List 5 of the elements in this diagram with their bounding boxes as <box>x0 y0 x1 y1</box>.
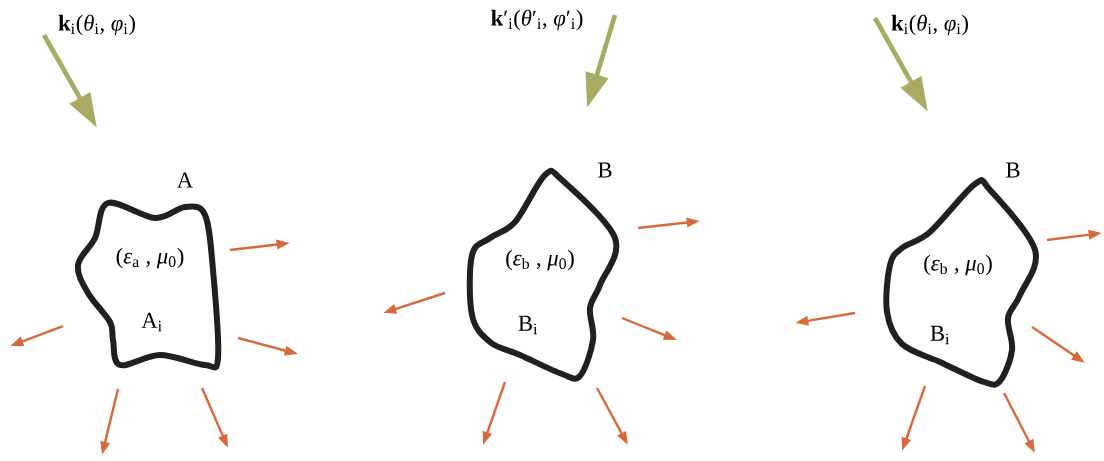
scatterer-label: A <box>177 172 193 188</box>
wave-vector-label: k$_{i}$(θ$_{i}$, φ$_{i}$) <box>889 13 971 37</box>
scatterer-label: B <box>1006 162 1020 178</box>
wave-vector-label: k′$_{i}$(θ′$_{i}$, φ′$_{i}$) <box>489 8 585 32</box>
wave-vector-label: k$_{i}$(θ$_{i}$, φ$_{i}$) <box>56 13 138 37</box>
